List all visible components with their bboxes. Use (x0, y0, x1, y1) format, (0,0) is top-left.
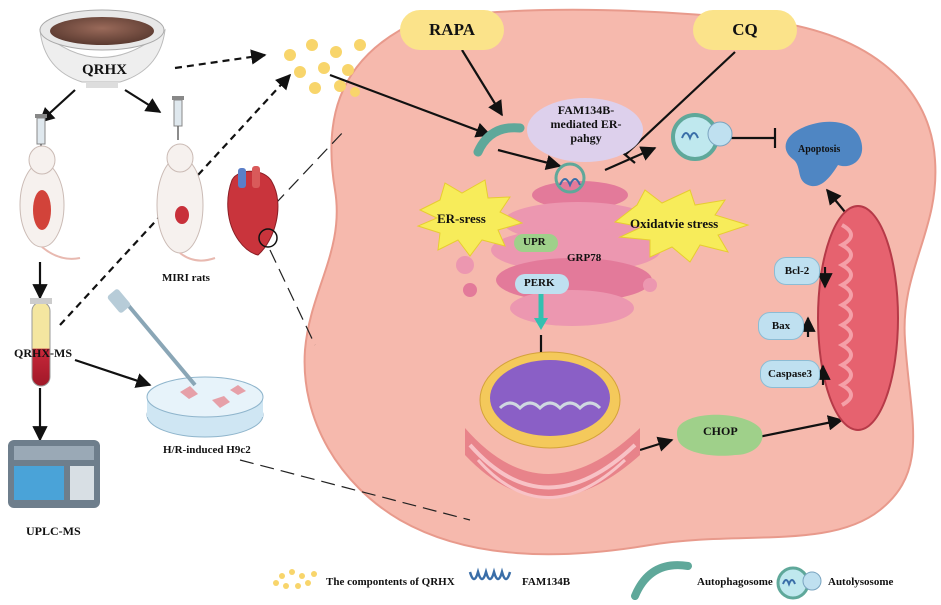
mitochondrion (817, 205, 899, 431)
fam134b-erphagy-label: FAM134B- mediated ER- pahgy (550, 103, 622, 145)
qrhx-ms-label: QRHX-MS (14, 346, 72, 360)
autolysosome-icon (671, 113, 733, 161)
legend-fam134b-icon (468, 567, 512, 581)
legend-autophagosome-label: Autophagosome (697, 576, 773, 588)
upr-label: UPR (523, 236, 546, 248)
fam134b-ellipse (527, 98, 643, 162)
apoptosis-label: Apoptosis (798, 144, 841, 155)
grp78-label: GRP78 (567, 252, 602, 264)
caspase3-box: Caspase3 (760, 360, 820, 388)
upr-box (514, 234, 558, 252)
legend-autolysosome-icon (776, 566, 822, 600)
uplc-ms-machine (8, 440, 100, 508)
chop-label: CHOP (703, 424, 738, 438)
perk-box (515, 274, 569, 294)
rapa-pill: RAPA (400, 10, 504, 50)
legend-components-label: The compontents of QRHX (326, 576, 455, 588)
perk-label: PERK (524, 277, 555, 289)
qrhx-component-dots (284, 39, 366, 97)
qrhx-label: QRHX (82, 62, 127, 78)
zoom-lines (239, 129, 471, 521)
apoptosis-blob (785, 121, 863, 187)
h9c2-label: H/R-induced H9c2 (163, 444, 251, 456)
heart-icon (227, 166, 279, 256)
chop-blob (676, 414, 763, 456)
legend-fam134b-label: FAM134B (522, 576, 571, 588)
legend-autolysosome-label: Autolysosome (828, 576, 894, 588)
rat-right (156, 143, 216, 262)
oxidative-stress-burst (613, 189, 750, 263)
legend-dots-icon (273, 569, 317, 589)
bcl2-label: Bcl-2 (784, 265, 810, 277)
oxidative-stress-label: Oxidatvie stress (630, 216, 719, 231)
uplc-ms-label: UPLC-MS (26, 524, 81, 538)
er-stress-label: ER-sress (437, 211, 486, 226)
nucleus (465, 351, 640, 499)
legend-autophagosome-icon (631, 561, 692, 600)
petri-dish (107, 289, 264, 438)
er-stress-burst (416, 179, 524, 257)
bax-label: Bax (771, 320, 791, 332)
test-tube (30, 298, 52, 387)
syringe-right (172, 96, 184, 140)
rat-left (19, 145, 81, 260)
bcl2-box: Bcl-2 (774, 257, 820, 285)
caspase3-label: Caspase3 (767, 368, 812, 380)
bax-box: Bax (758, 312, 804, 340)
miri-rats-label: MIRI rats (162, 272, 210, 284)
golgi-apparatus (456, 162, 661, 330)
autophagosome-arc (473, 123, 525, 157)
qrhx-bowl (39, 9, 166, 88)
cq-pill: CQ (693, 10, 797, 50)
